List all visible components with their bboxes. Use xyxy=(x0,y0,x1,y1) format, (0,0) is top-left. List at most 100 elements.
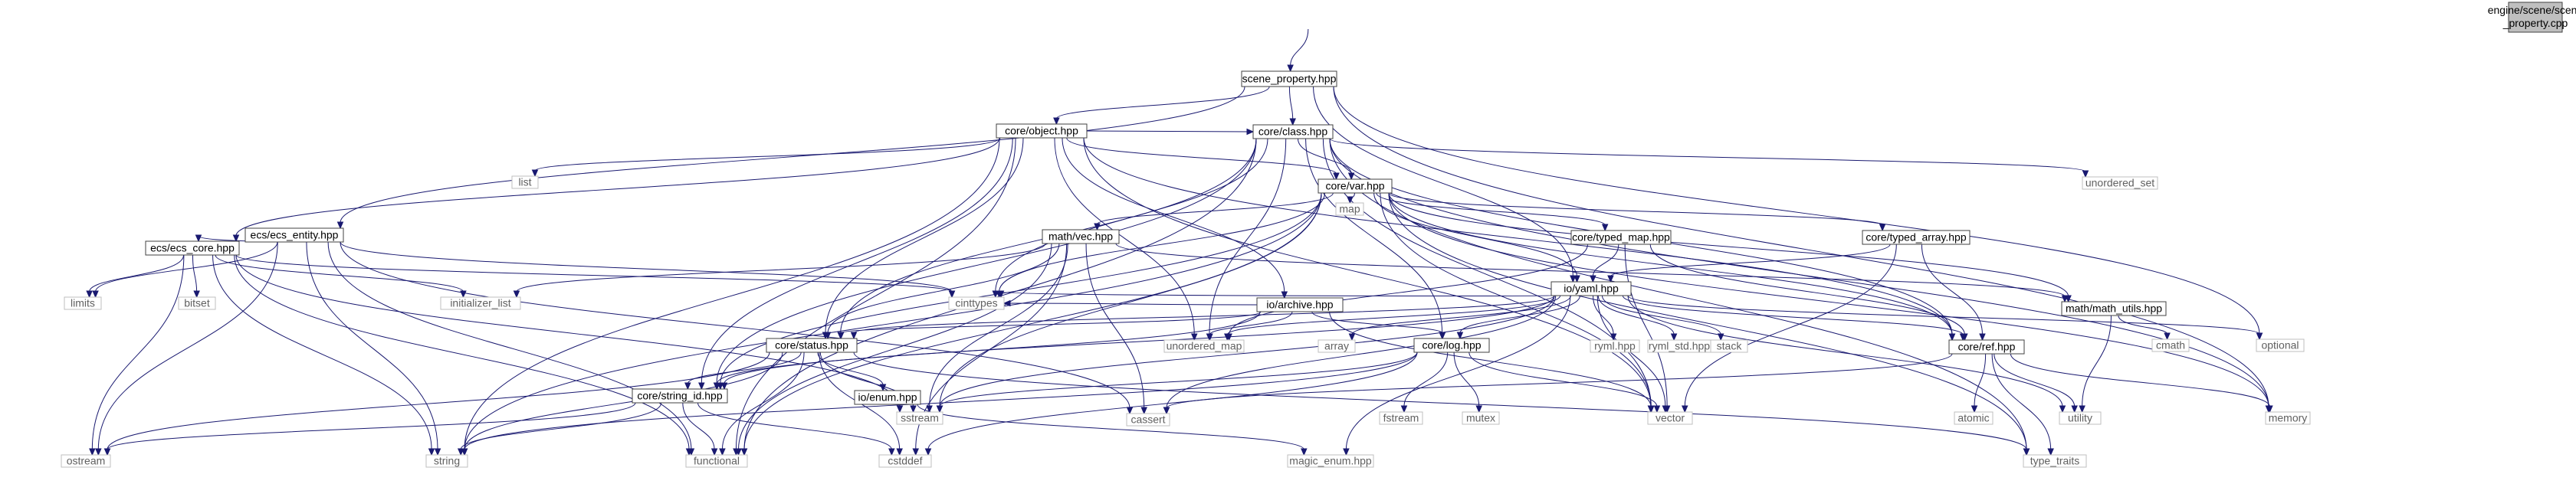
arrowhead xyxy=(1347,172,1355,181)
node-core-object-hpp[interactable]: core/object.hpp xyxy=(996,123,1088,139)
arrowhead xyxy=(1456,332,1464,340)
edge-scene-property-hpp-to-optional xyxy=(1333,86,2260,335)
edge-core-object-hpp-to-core-status-hpp xyxy=(825,137,1024,334)
arrowhead xyxy=(896,405,904,414)
arrowhead xyxy=(850,332,858,340)
edge-core-log-hpp-to-mutex xyxy=(1453,351,1480,407)
node-box xyxy=(896,411,943,425)
node-stack: stack xyxy=(1710,339,1748,353)
node-box xyxy=(1551,281,1632,296)
node-core-var-hpp[interactable]: core/var.hpp xyxy=(1318,178,1393,194)
node-box xyxy=(2256,338,2305,352)
node-label: fstream xyxy=(1383,412,1419,424)
edge-math-math-utils-hpp-to-cmath xyxy=(2118,315,2168,335)
edge-io-yaml-hpp-to-ryml-std-hpp xyxy=(1597,295,1675,335)
arrowhead xyxy=(1590,275,1596,283)
node-io-enum-hpp[interactable]: io/enum.hpp xyxy=(854,390,921,405)
arrowhead xyxy=(2079,405,2085,414)
edge-core-var-hpp-to-core-typed-array-hpp xyxy=(1388,192,1883,226)
node-cassert: cassert xyxy=(1126,413,1170,427)
arrowhead xyxy=(936,405,943,414)
node-io-archive-hpp[interactable]: io/archive.hpp xyxy=(1256,297,1344,312)
edge-io-yaml-hpp-to-core-ref-hpp xyxy=(1622,295,1964,335)
edge-core-class-hpp-to-core-log-hpp xyxy=(1305,138,1443,334)
node-core-class-hpp[interactable]: core/class.hpp xyxy=(1252,124,1334,139)
arrowhead xyxy=(948,290,956,299)
node-core-typed-map-hpp[interactable]: core/typed_map.hpp xyxy=(1570,230,1672,245)
edge-core-ref-hpp-to-type-traits xyxy=(1991,353,2052,450)
node-ryml-std-hpp: ryml_std.hpp xyxy=(1647,339,1711,353)
edge-core-typed-array-hpp-to-core-ref-hpp xyxy=(1921,244,1983,335)
node-box xyxy=(1042,229,1120,244)
edges-layer xyxy=(86,28,2273,456)
edge-core-string-id-hpp-to-ostream xyxy=(107,402,636,450)
node-math-vec-hpp[interactable]: math/vec.hpp xyxy=(1042,229,1120,244)
edge-core-object-hpp-to-core-ref-hpp xyxy=(1083,137,1953,335)
node-array: array xyxy=(1318,339,1356,353)
node-cinttypes: cinttypes xyxy=(948,296,1005,310)
edge-ecs-ecs-entity-hpp-to-ostream xyxy=(97,241,278,450)
arrowhead xyxy=(1475,405,1482,414)
edge-scene-property-hpp-to-memory xyxy=(1333,86,2269,407)
node-type-traits: type_traits xyxy=(2023,454,2087,468)
node-box xyxy=(2059,411,2102,425)
arrowhead xyxy=(1246,128,1255,136)
edge-core-var-hpp-to-math-math-utils-hpp xyxy=(1388,192,2069,297)
node-box xyxy=(2023,454,2087,468)
edge-core-var-hpp-to-core-ref-hpp xyxy=(1388,192,1953,335)
node-core-log-hpp[interactable]: core/log.hpp xyxy=(1413,338,1490,353)
node-ryml-hpp: ryml.hpp xyxy=(1590,339,1640,353)
node-box xyxy=(854,390,921,405)
edge-core-status-hpp-to-core-string-id-hpp xyxy=(687,351,802,384)
arrowhead xyxy=(1879,224,1886,232)
node-ecs-ecs-entity-hpp[interactable]: ecs/ecs_entity.hpp xyxy=(244,227,344,243)
node-box xyxy=(1126,413,1170,427)
node-ostream: ostream xyxy=(61,454,111,468)
node-magic-enum-hpp: magic_enum.hpp xyxy=(1287,454,1374,468)
node-label: cstddef xyxy=(888,455,922,467)
edge-io-yaml-hpp-to-core-status-hpp xyxy=(853,295,1555,334)
node-math-math-utils-hpp[interactable]: math/math_utils.hpp xyxy=(2061,301,2167,316)
arrowhead xyxy=(997,290,1005,299)
edge-core-object-hpp-to-ecs-ecs-core-hpp xyxy=(235,137,1000,237)
node-core-ref-hpp[interactable]: core/ref.hpp xyxy=(1948,339,2025,355)
node-functional: functional xyxy=(685,454,748,468)
arrowhead xyxy=(1670,333,1678,342)
node-root[interactable]: engine/scene/scene _property.cpp xyxy=(2488,2,2576,33)
arrowhead xyxy=(2023,448,2030,456)
node-label: mutex xyxy=(1466,412,1495,424)
node-ecs-ecs-core-hpp[interactable]: ecs/ecs_core.hpp xyxy=(145,240,240,256)
edge-core-status-hpp-to-io-enum-hpp xyxy=(817,351,884,386)
edge-core-string-id-hpp-to-string xyxy=(460,402,662,450)
node-label: magic_enum.hpp xyxy=(1289,455,1372,467)
node-box xyxy=(996,123,1088,139)
node-core-status-hpp[interactable]: core/status.hpp xyxy=(766,338,858,353)
node-box xyxy=(1287,454,1374,468)
node-io-yaml-hpp[interactable]: io/yaml.hpp xyxy=(1551,281,1632,296)
node-label: string xyxy=(434,455,460,467)
node-label: initializer_list xyxy=(450,297,510,309)
arrowhead xyxy=(1281,291,1288,299)
arrowhead xyxy=(1971,405,1978,414)
edge-io-yaml-hpp-to-array xyxy=(1351,295,1571,335)
arrowhead xyxy=(719,448,726,456)
arrowhead xyxy=(1979,333,1986,342)
edge-ecs-ecs-core-hpp-to-limits xyxy=(89,254,185,293)
node-box xyxy=(1335,202,1364,216)
node-core-string-id-hpp[interactable]: core/string_id.hpp xyxy=(632,388,728,404)
node-label: map xyxy=(1339,203,1360,215)
node-scene-property-hpp[interactable]: scene_property.hpp xyxy=(1241,70,1337,87)
arrowhead xyxy=(1206,333,1213,342)
edge-core-string-id-hpp-to-cstddef xyxy=(697,402,892,450)
edge-ecs-ecs-entity-hpp-to-limits xyxy=(95,241,278,293)
node-label: math/math_utils.hpp xyxy=(2066,302,2162,315)
node-label: core/ref.hpp xyxy=(1958,341,2016,353)
edge-core-var-hpp-to-math-vec-hpp xyxy=(1096,192,1334,225)
edge-ecs-ecs-core-hpp-to-ostream xyxy=(91,254,185,450)
node-core-typed-array-hpp[interactable]: core/typed_array.hpp xyxy=(1862,230,1971,245)
edge-core-log-hpp-to-fstream xyxy=(1403,351,1449,407)
node-label: type_traits xyxy=(2030,455,2080,467)
edge-core-typed-map-hpp-to-unordered-map xyxy=(1229,244,1588,335)
edge-io-yaml-hpp-to-utility xyxy=(1627,295,2063,407)
edge-ecs-ecs-core-hpp-to-sstream xyxy=(235,254,901,407)
